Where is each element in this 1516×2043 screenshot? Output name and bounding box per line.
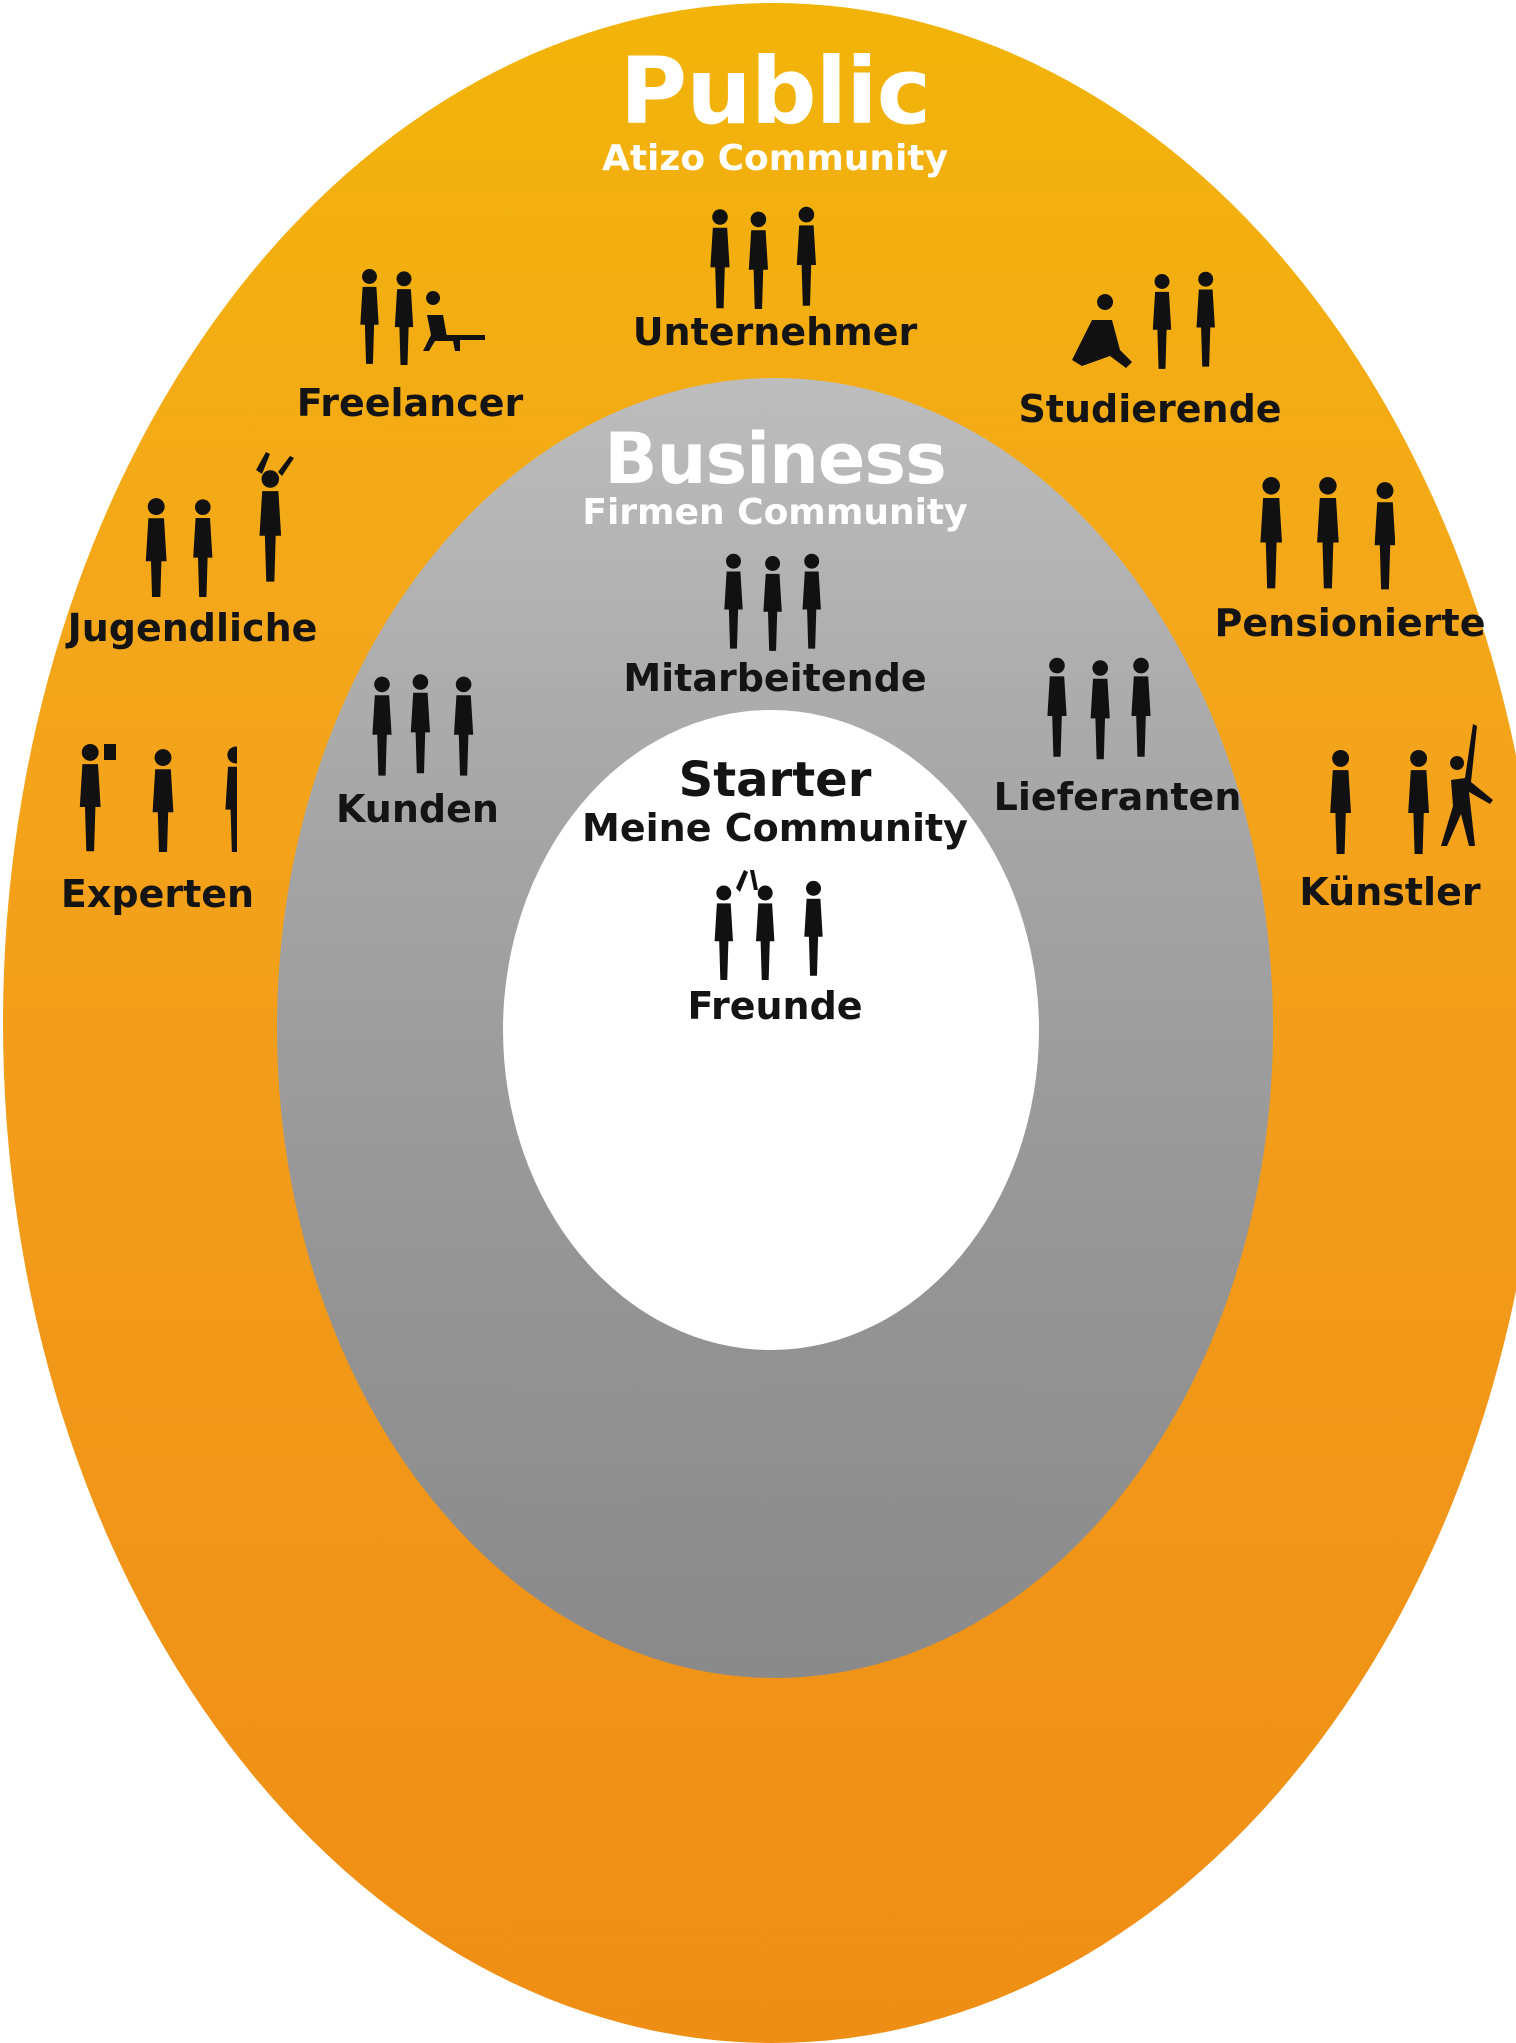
- starter-title: Starter: [678, 752, 872, 808]
- group-label-studierende: Studierende: [1018, 387, 1282, 431]
- group-label-jugendliche: Jugendliche: [67, 606, 318, 650]
- people-group-icon: [1325, 722, 1500, 854]
- business-title: Business: [604, 418, 947, 500]
- people-group-icon: [72, 742, 237, 852]
- public-title: Public: [619, 38, 931, 145]
- group-label-pensionierte: Pensionierte: [1214, 601, 1486, 645]
- starter-subtitle: Meine Community: [582, 806, 968, 850]
- people-group-icon: [1255, 475, 1395, 590]
- people-group-icon: [370, 670, 480, 780]
- people-group-icon: [1045, 656, 1155, 760]
- group-label-mitarbeitende: Mitarbeitende: [623, 656, 927, 700]
- group-label-kunden: Kunden: [336, 787, 499, 831]
- group-label-unternehmer: Unternehmer: [632, 310, 918, 354]
- people-group-icon: [708, 205, 828, 309]
- public-subtitle: Atizo Community: [601, 138, 949, 179]
- people-group-icon: [1070, 270, 1230, 375]
- group-label-experten: Experten: [60, 872, 255, 916]
- business-subtitle: Firmen Community: [582, 492, 968, 533]
- people-group-icon: [138, 452, 298, 597]
- group-label-freunde: Freunde: [687, 984, 863, 1028]
- people-group-icon: [722, 552, 832, 652]
- people-group-icon: [710, 870, 835, 980]
- group-label-kuenstler: Künstler: [1299, 870, 1481, 914]
- group-label-freelancer: Freelancer: [296, 381, 524, 425]
- people-group-icon: [335, 265, 490, 365]
- group-label-lieferanten: Lieferanten: [993, 775, 1242, 819]
